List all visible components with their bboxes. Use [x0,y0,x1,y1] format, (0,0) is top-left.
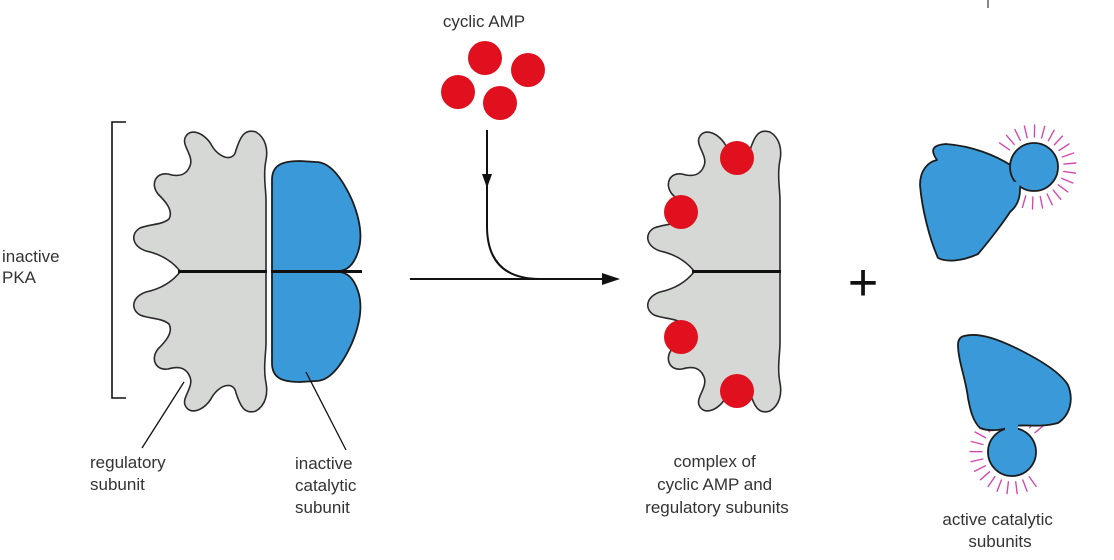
catalytic-subunit-pointer [305,371,347,451]
cyclic-amp-molecule [441,75,475,109]
activity-ray [1014,128,1021,142]
activity-ray [1021,195,1027,209]
inactive-pka-bracket [111,121,126,399]
active-catalytic-body [957,334,1072,432]
activity-ray [1057,184,1069,193]
inactive-catalytic-subunit-label: inactive catalytic subunit [295,454,361,517]
cyclic-amp-arrowhead [482,174,492,188]
activity-ray [987,476,996,488]
active-catalytic-subunits-label: active catalytic subunits [942,510,1057,551]
bound-cyclic-amp [720,141,754,175]
activity-ray [1063,162,1077,165]
activity-ray [1006,481,1010,495]
activity-ray [1062,170,1077,174]
activity-ray [1046,193,1054,206]
cyclic-amp-label: cyclic AMP [443,12,525,31]
cyclic-amp-input-arrow [486,130,541,280]
activity-ray [1022,479,1028,492]
regulatory-subunit-top [132,130,268,272]
complex-regulatory-subunit-top [646,130,782,272]
plus-sign: + [848,254,878,312]
active-catalytic-subunit-top [919,124,1077,262]
regulatory-subunit-label: regulatory subunit [90,453,170,494]
activity-ray [998,142,1011,151]
reaction-arrowhead [602,273,620,285]
activity-ray [1052,189,1062,201]
activity-ray [1053,135,1064,146]
activity-ray [1060,177,1074,184]
activity-ray [1023,125,1028,139]
activity-rays [998,124,1077,210]
activity-ray [1047,129,1055,142]
inactive-pka-label: inactive PKA [2,247,64,287]
bound-cyclic-amp [720,374,754,408]
active-catalytic-head [987,427,1037,477]
activity-ray [1034,424,1045,434]
bound-cyclic-amp [664,320,698,354]
complex-label: complex of cyclic AMP and regulatory sub… [645,452,789,517]
activity-ray [1005,134,1015,146]
cyclic-amp-molecule [468,41,502,75]
activity-ray [996,479,1003,492]
bound-cyclic-amp [664,195,698,229]
activity-ray [1039,195,1044,209]
activity-ray [974,431,987,439]
catalytic-subunit-top [271,160,362,272]
activity-ray [1028,475,1037,488]
activity-ray [979,471,991,481]
activity-ray [1061,152,1075,158]
catalytic-subunit-bottom [271,271,362,383]
activity-ray [1058,143,1070,152]
active-catalytic-subunit-bottom [957,334,1072,495]
activity-ray [974,465,987,472]
activity-ray [1015,481,1018,495]
activity-ray [970,440,984,446]
reaction-arrow [410,130,620,285]
active-catalytic-body [919,143,1021,262]
regulatory-subunit-bottom [132,271,268,413]
activity-ray [1040,125,1046,139]
camp-regulatory-complex [646,130,782,413]
cyclic-amp-molecules [441,41,545,120]
activity-ray [970,458,984,463]
cyclic-amp-molecule [483,86,517,120]
active-catalytic-head [1009,142,1059,192]
inactive-pka [132,130,362,413]
regulatory-subunit-pointer [141,381,185,449]
cyclic-amp-molecule [511,53,545,87]
